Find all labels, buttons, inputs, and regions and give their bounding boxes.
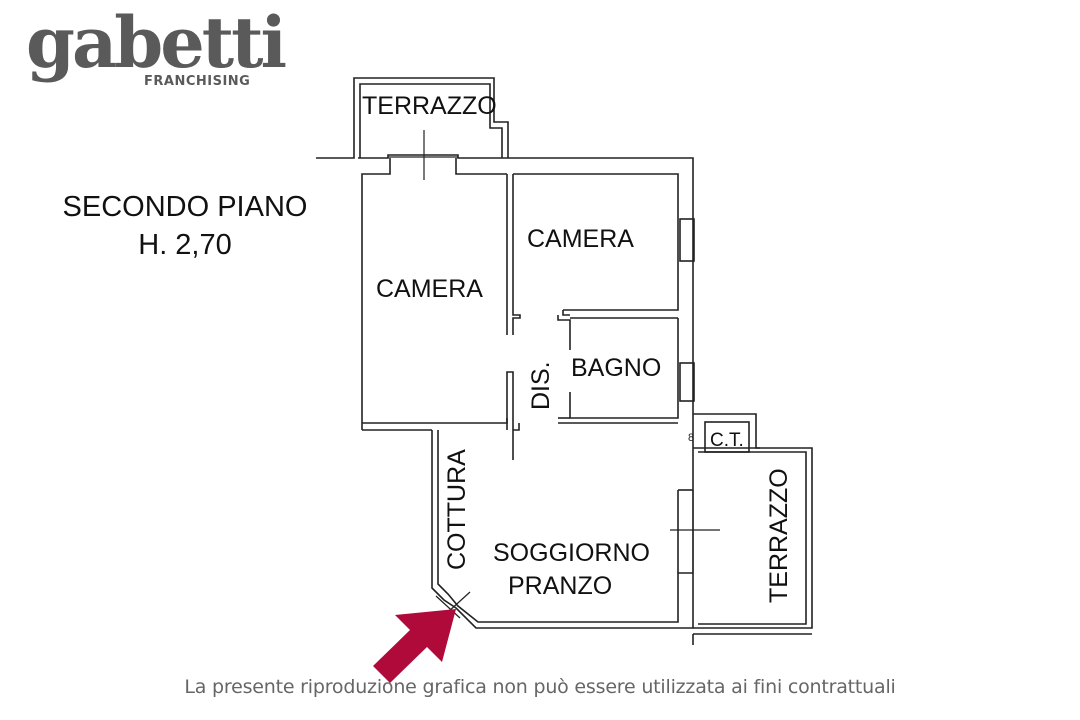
room-label-pranzo: PRANZO (508, 572, 612, 600)
vent-icon: 8 (688, 432, 694, 444)
room-label-soggiorno: SOGGIORNO (493, 539, 650, 567)
room-label-terrazzo-right: TERRAZZO (765, 468, 793, 603)
gabetti-logo: gabetti FRANCHISING (26, 8, 287, 112)
room-label-camera-left: CAMERA (376, 275, 483, 303)
floor-title: SECONDO PIANO H. 2,70 (20, 188, 350, 264)
room-label-camera-right: CAMERA (527, 225, 634, 253)
door-markers (388, 130, 720, 619)
room-label-ct: C.T. (710, 430, 744, 451)
floor-name: SECONDO PIANO (62, 191, 308, 223)
floor-height: H. 2,70 (138, 229, 232, 261)
walls (316, 77, 813, 645)
room-label-cottura: COTTURA (443, 449, 471, 570)
room-label-dis: DIS. (527, 361, 555, 410)
logo-subtitle: FRANCHISING (144, 74, 251, 89)
entrance-arrow-icon (373, 609, 456, 683)
disclaimer-text: La presente riproduzione grafica non può… (184, 676, 896, 698)
room-label-bagno: BAGNO (571, 354, 661, 382)
logo-wordmark: gabetti (26, 1, 287, 84)
room-label-terrazzo-top: TERRAZZO (362, 92, 497, 120)
